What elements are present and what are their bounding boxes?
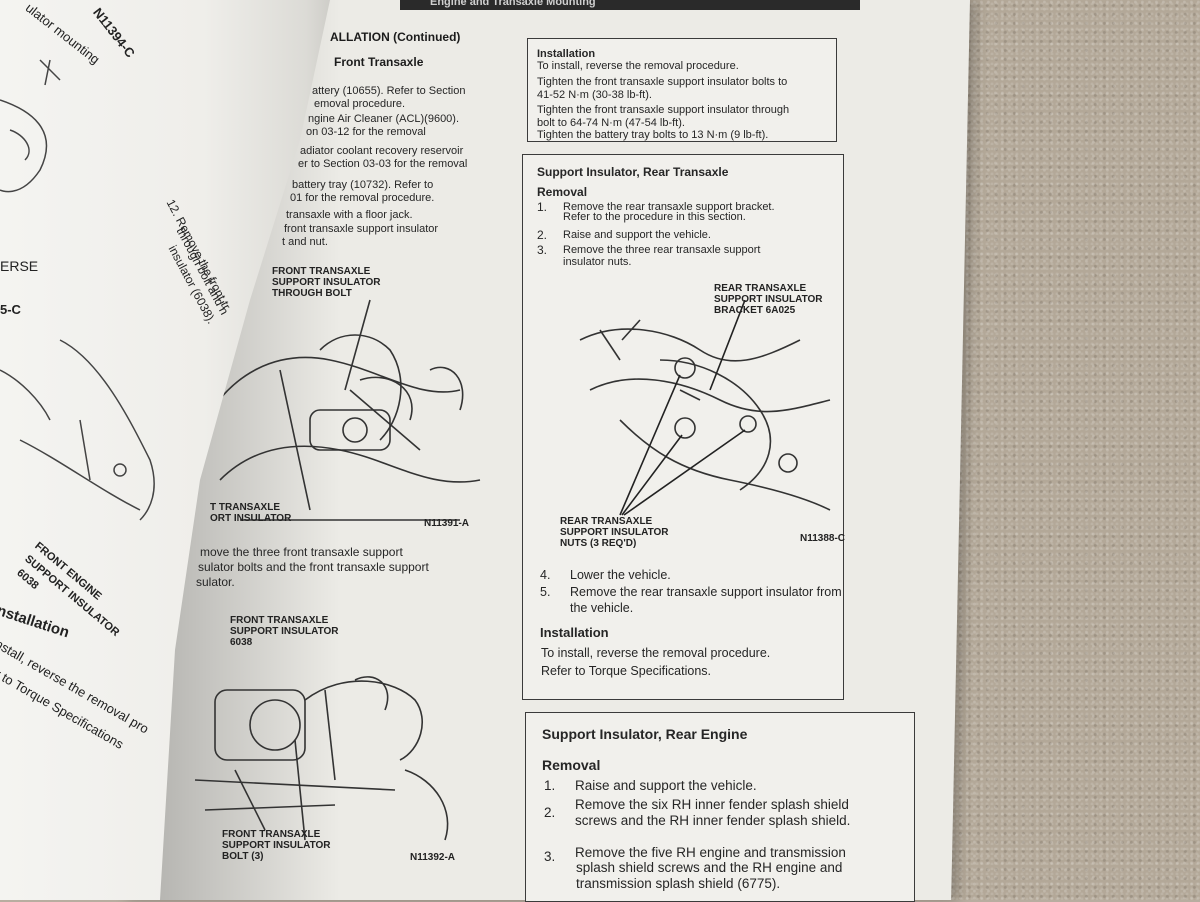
rear-transaxle-step-1-line-2: Refer to the procedure in this section. [563, 211, 746, 223]
installation-box [527, 38, 837, 142]
subsection-title: Front Transaxle [334, 55, 424, 69]
middle-line-7: battery tray (10732). Refer to [292, 179, 434, 191]
middle-line-6: er to Section 03-03 for the removal [298, 158, 468, 170]
rear-fig-label-bracket-3: BRACKET 6A025 [714, 305, 796, 316]
section-title: ALLATION (Continued) [330, 30, 461, 44]
middle-line-2: emoval procedure. [314, 98, 406, 110]
rear-engine-box [525, 712, 915, 902]
middle-line-5: adiator coolant recovery reservoir [300, 145, 464, 157]
running-head-bar [400, 0, 860, 10]
install-box-line-4: Tighten the front transaxle support insu… [537, 104, 790, 116]
rear-transaxle-box [522, 154, 844, 700]
install-box-line-6: Tighten the battery tray bolts to 13 N·m… [537, 129, 769, 141]
install-box-heading: Installation [537, 48, 596, 60]
rear-engine-step-2-line-2: screws and the RH inner fender splash sh… [575, 813, 851, 828]
fig2-label-insulator-1: FRONT TRANSAXLE [230, 615, 329, 626]
fig1-label-insulator-2: ORT INSULATOR [210, 513, 292, 524]
fig1-label-insulator-1: T TRANSAXLE [210, 502, 280, 513]
rear-fig-label-nuts-2: SUPPORT INSULATOR [560, 527, 669, 538]
rear-fig-code: N11388-C [800, 533, 846, 544]
install-box-line-5: bolt to 64-74 N·m (47-54 lb-ft). [537, 117, 685, 129]
middle-line-10: front transaxle support insulator [284, 223, 439, 235]
middle-line-4: on 03-12 for the removal [306, 126, 426, 138]
rear-transaxle-removal-heading: Removal [537, 185, 588, 199]
fig2-label-insulator-3: 6038 [230, 637, 253, 648]
install-box-line-2: Tighten the front transaxle support insu… [537, 76, 788, 88]
left-page-line-art [0, 59, 155, 521]
fig2-label-bolt-3: BOLT (3) [222, 851, 264, 862]
fig2-label-bolt-2: SUPPORT INSULATOR [222, 840, 331, 851]
rear-fig-label-bracket-2: SUPPORT INSULATOR [714, 294, 823, 305]
middle-step-line-2: sulator bolts and the front transaxle su… [198, 560, 429, 574]
figure-front-transaxle-through-bolt [199, 299, 481, 521]
rear-transaxle-install-line-2: Refer to Torque Specifications. [541, 664, 712, 678]
fig1-code: N11391-A [424, 518, 470, 529]
rear-engine-removal-heading: Removal [542, 757, 601, 773]
figure-front-transaxle-bolt [194, 676, 449, 841]
rear-fig-label-bracket-1: REAR TRANSAXLE [714, 283, 807, 294]
left-label-5c: 5-C [0, 302, 21, 317]
figure-rear-transaxle-support [579, 300, 831, 516]
middle-step-line-3: sulator. [196, 575, 235, 589]
middle-step-line-1: move the three front transaxle support [200, 545, 403, 559]
fig2-label-insulator-2: SUPPORT INSULATOR [230, 626, 339, 637]
install-box-line-1: To install, reverse the removal procedur… [537, 60, 739, 72]
middle-line-1: attery (10655). Refer to Section [312, 85, 466, 97]
rear-transaxle-step-5-line-2: the vehicle. [570, 601, 634, 615]
rear-engine-step-3-line-3: transmission splash shield (6775). [576, 876, 781, 891]
rear-transaxle-step-3-line-2: insulator nuts. [563, 256, 632, 268]
rear-engine-title: Support Insulator, Rear Engine [542, 726, 748, 742]
running-head: Engine and Transaxle Mounting [430, 0, 596, 8]
fig1-label-through-bolt-1: FRONT TRANSAXLE [272, 266, 371, 277]
middle-line-8: 01 for the removal procedure. [290, 192, 435, 204]
left-label-erse: ERSE [0, 258, 39, 274]
fig1-label-through-bolt-3: THROUGH BOLT [272, 288, 352, 299]
middle-line-11: t and nut. [282, 236, 328, 248]
rear-transaxle-installation-heading: Installation [540, 625, 609, 640]
fig1-label-through-bolt-2: SUPPORT INSULATOR [272, 277, 381, 288]
rear-fig-label-nuts-1: REAR TRANSAXLE [560, 516, 653, 527]
rear-fig-label-nuts-3: NUTS (3 REQ'D) [560, 538, 637, 549]
middle-line-9: transaxle with a floor jack. [286, 209, 413, 221]
fig2-label-bolt-1: FRONT TRANSAXLE [222, 829, 321, 840]
rear-transaxle-install-line-1: To install, reverse the removal procedur… [541, 646, 771, 660]
install-box-line-3: 41-52 N·m (30-38 lb-ft). [537, 89, 652, 101]
middle-line-3: ngine Air Cleaner (ACL)(9600). [308, 113, 460, 125]
fig2-code: N11392-A [410, 852, 456, 863]
rear-engine-step-3-line-2: splash shield screws and the RH engine a… [576, 860, 843, 875]
rear-transaxle-title: Support Insulator, Rear Transaxle [537, 165, 729, 179]
